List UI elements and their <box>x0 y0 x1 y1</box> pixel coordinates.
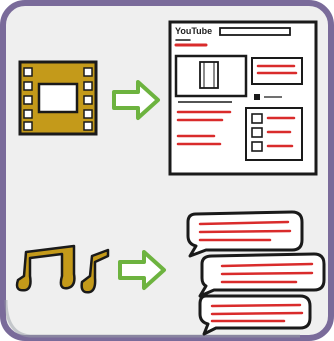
mini-film-icon <box>200 62 218 88</box>
web-page-icon: YouTube <box>170 22 316 174</box>
film-strip-icon <box>20 62 96 134</box>
text-bubble-1 <box>188 212 302 256</box>
text-bubble-2 <box>200 254 324 296</box>
text-bubble-3 <box>200 296 310 334</box>
page-logo-text: YouTube <box>175 26 212 36</box>
